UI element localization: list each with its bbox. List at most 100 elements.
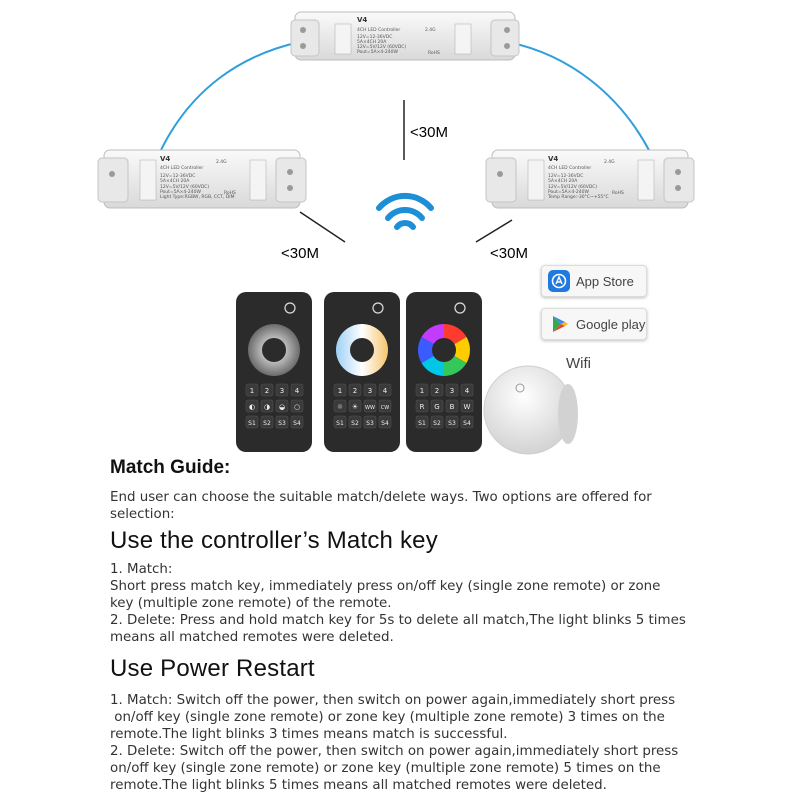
button-scene: S3 — [366, 420, 374, 427]
controller-right: V4 4CH LED Controller 2.4G 12V=12-36VDC … — [485, 149, 695, 209]
google-play-badge[interactable]: Google play — [541, 308, 647, 340]
button-cct: CW — [381, 405, 389, 411]
button-1: 1 — [338, 387, 342, 395]
button-white: W — [464, 403, 471, 411]
app-store-icon — [548, 270, 570, 292]
method2-line: 2. Delete: Switch off the power, then sw… — [110, 744, 679, 759]
button-level: ◐ — [249, 403, 255, 411]
controller-name: 4CH LED Controller — [357, 27, 400, 33]
match-guide-intro: End user can choose the suitable match/d… — [110, 489, 710, 523]
controller-cert: RoHS — [612, 190, 624, 196]
wifi-signal-icon — [376, 192, 434, 230]
power-icon — [284, 302, 296, 314]
distance-line-left — [299, 211, 346, 243]
screw-icon — [504, 27, 510, 33]
button-scene: S1 — [248, 420, 256, 427]
controller-spec: 12V=12-36VDC — [548, 173, 583, 179]
button-3: 3 — [450, 387, 454, 395]
button-red: R — [420, 403, 425, 411]
button-level: ○ — [294, 403, 300, 411]
screw-icon — [109, 171, 115, 177]
controller-spec: Pout=5A×4-240W — [357, 49, 398, 55]
button-4: 4 — [295, 387, 300, 395]
method1-line: 2. Delete: Press and hold match key for … — [110, 613, 686, 628]
button-cct: ☼ — [337, 403, 343, 411]
screw-icon — [497, 171, 503, 177]
google-play-icon — [553, 316, 568, 332]
controller-spec: Pout=5A×4-240W — [548, 189, 589, 195]
method1-line: key (multiple zone remote) of the remote… — [110, 596, 392, 611]
app-store-label: App Store — [576, 273, 634, 289]
controller-band: 2.4G — [216, 159, 227, 165]
method2-body: 1. Match: Switch off the power, then swi… — [110, 692, 710, 794]
wifi-label: Wifi — [566, 355, 591, 372]
screw-icon — [300, 27, 306, 33]
button-blue: B — [450, 403, 455, 411]
link-arc-right — [507, 41, 651, 153]
intro-line: selection: — [110, 507, 175, 522]
google-play-label: Google play — [576, 316, 646, 332]
button-scene: S2 — [263, 420, 271, 427]
button-cct: WW — [365, 405, 375, 411]
app-store-badge[interactable]: App Store — [541, 265, 647, 297]
method2-title: Use Power Restart — [110, 655, 710, 683]
power-icon — [372, 302, 384, 314]
method2-heading: Use Power Restart — [110, 655, 315, 682]
link-arc-left — [159, 41, 301, 153]
match-guide-title: Match Guide: — [110, 457, 710, 479]
controller-model: V4 — [357, 16, 367, 24]
controller-spec: 12V=5V/12V (60VDC) — [160, 184, 209, 190]
method2-line: remote.The light blinks 5 times means al… — [110, 778, 607, 793]
button-scene: S2 — [351, 420, 359, 427]
button-scene: S3 — [448, 420, 456, 427]
screw-icon — [300, 43, 306, 49]
controller-model: V4 — [160, 155, 170, 163]
method1-line: means all matched remotes were deleted. — [110, 630, 394, 645]
controller-band: 2.4G — [425, 27, 436, 33]
button-2: 2 — [353, 387, 357, 395]
button-1: 1 — [420, 387, 424, 395]
button-level: ◑ — [264, 403, 270, 411]
method2-line: on/off key (single zone remote) or zone … — [110, 710, 665, 725]
controller-spec: 12V=5V/12V (60VDC) — [357, 44, 406, 50]
controller-spec: 12V=12-36VDC — [357, 34, 392, 40]
controller-name: 4CH LED Controller — [160, 165, 203, 171]
button-3: 3 — [280, 387, 284, 395]
button-scene: S4 — [463, 420, 471, 427]
controller-spec: 12V=12-36VDC — [160, 173, 195, 179]
wifi-hub — [483, 365, 578, 455]
controller-cert: RoHS — [428, 50, 440, 56]
distance-label-right: <30M — [490, 245, 528, 262]
remote-rgbw: 1 2 3 4 R G B W S1 S2 S3 S4 — [406, 292, 482, 452]
button-scene: S2 — [433, 420, 441, 427]
screw-icon — [287, 185, 293, 191]
button-scene: S1 — [418, 420, 426, 427]
controller-cert: RoHS — [224, 190, 236, 196]
controller-left: V4 4CH LED Controller 2.4G 12V=12-36VDC … — [97, 149, 307, 209]
method2-line: on/off key (single zone remote) or zone … — [110, 761, 661, 776]
intro-line: End user can choose the suitable match/d… — [110, 490, 652, 505]
controller-spec: Light Type:RGBW, RGB, CCT, DIM — [160, 194, 235, 200]
controller-spec: 5A×4CH 20A — [548, 178, 578, 184]
method1-title: Use the controller’s Match key — [110, 527, 710, 555]
method2-line: 1. Match: Switch off the power, then swi… — [110, 693, 676, 708]
button-cct: ☀ — [352, 403, 358, 411]
button-scene: S3 — [278, 420, 286, 427]
controller-spec: Pout=5A×4-240W — [160, 189, 201, 195]
controller-spec: Temp Range:-30°C~+55°C — [547, 194, 609, 200]
remote-cct: 1 2 3 4 ☼ ☀ WW CW S1 S2 S3 S4 — [324, 292, 400, 452]
button-4: 4 — [383, 387, 388, 395]
controller-spec: 5A×4CH 20A — [160, 178, 190, 184]
distance-label-top: <30M — [410, 124, 448, 141]
power-icon — [454, 302, 466, 314]
screw-icon — [287, 169, 293, 175]
method1-line: 1. Match: — [110, 562, 173, 577]
screw-icon — [675, 169, 681, 175]
method1-line: Short press match key, immediately press… — [110, 579, 661, 594]
controller-name: 4CH LED Controller — [548, 165, 591, 171]
controller-model: V4 — [548, 155, 558, 163]
button-scene: S4 — [381, 420, 389, 427]
button-2: 2 — [265, 387, 269, 395]
controller-spec: 12V=5V/12V (60VDC) — [548, 184, 597, 190]
button-scene: S4 — [293, 420, 301, 427]
